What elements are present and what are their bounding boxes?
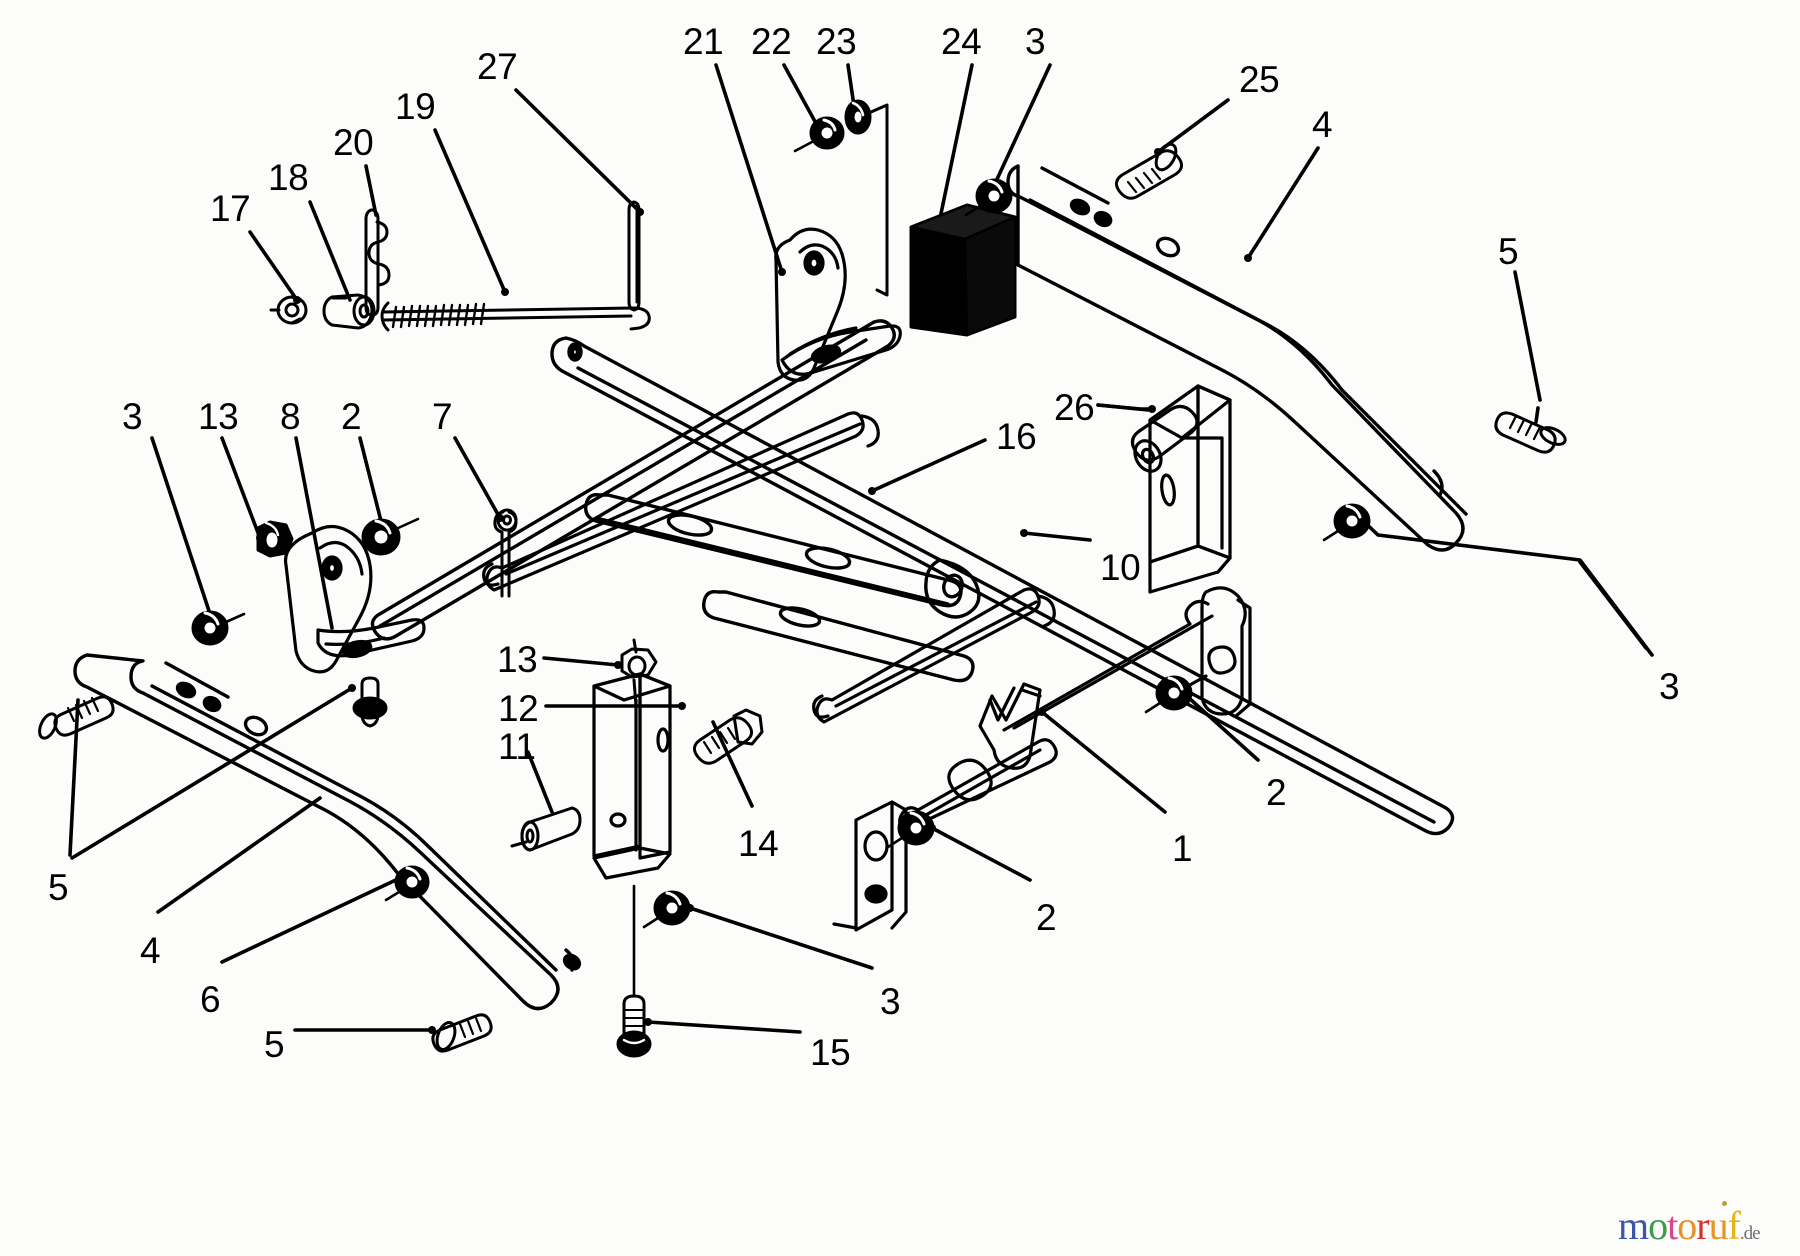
part-22-washer bbox=[793, 116, 845, 153]
part-7-cotter-pin bbox=[493, 508, 518, 598]
watermark-letter-o1: o bbox=[1648, 1203, 1668, 1248]
callout-7: 7 bbox=[432, 396, 453, 437]
callout-1: 1 bbox=[1172, 828, 1193, 869]
callout-2-left: 2 bbox=[341, 396, 362, 437]
callout-19: 19 bbox=[395, 86, 436, 127]
part-5-bolt-mid-left bbox=[352, 676, 388, 728]
callout-3-left: 3 bbox=[122, 396, 143, 437]
watermark-suffix: .de bbox=[1739, 1223, 1761, 1244]
callout-16: 16 bbox=[996, 416, 1037, 457]
part-17-nut bbox=[269, 295, 308, 325]
callout-5-left: 5 bbox=[48, 867, 69, 908]
part-15-screw bbox=[616, 884, 652, 1058]
part-3-lock-nut-right bbox=[1322, 503, 1371, 542]
callout-15: 15 bbox=[810, 1032, 851, 1073]
callout-13-left: 13 bbox=[198, 396, 239, 437]
callout-14: 14 bbox=[738, 823, 779, 864]
part-10-upper-rod bbox=[482, 411, 880, 592]
callout-22: 22 bbox=[751, 21, 792, 62]
part-26-pivot-bracket bbox=[1130, 384, 1232, 594]
callout-20: 20 bbox=[333, 122, 374, 163]
part-8-bracket-plate bbox=[283, 524, 426, 674]
part-5-carriage-bolt-right bbox=[1494, 411, 1567, 454]
part-20-hairpin-cotter bbox=[364, 208, 391, 317]
callout-12: 12 bbox=[498, 688, 539, 729]
part-10-cross-rod-pin bbox=[812, 587, 1056, 724]
part-3-lock-nut-top bbox=[964, 178, 1013, 217]
part-1-lift-rod-assembly bbox=[832, 586, 1252, 932]
callout-18: 18 bbox=[268, 157, 309, 198]
part-2-lock-nut-left bbox=[361, 517, 420, 556]
watermark-letter-m: m bbox=[1618, 1203, 1649, 1248]
callout-23: 23 bbox=[816, 21, 857, 62]
callout-6: 6 bbox=[200, 979, 221, 1020]
part-3-lock-nut-left bbox=[191, 610, 246, 646]
callout-3-right: 3 bbox=[1659, 666, 1680, 707]
part-19-threaded-rod bbox=[380, 301, 651, 332]
motoruf-watermark-logo: motoruf.de bbox=[1618, 1201, 1761, 1248]
callout-4-right: 4 bbox=[1312, 104, 1333, 145]
callout-8: 8 bbox=[280, 396, 301, 437]
part-6-left-lift-arm bbox=[73, 653, 582, 1011]
callout-3-top: 3 bbox=[1025, 21, 1046, 62]
part-13-hex-nut-left bbox=[256, 520, 294, 558]
watermark-letter-r: r bbox=[1696, 1203, 1709, 1248]
callout-27: 27 bbox=[477, 46, 518, 87]
callout-13-center: 13 bbox=[497, 639, 538, 680]
callout-2-right-upper: 2 bbox=[1266, 772, 1287, 813]
callout-17: 17 bbox=[210, 188, 251, 229]
watermark-letter-t: t bbox=[1667, 1203, 1678, 1248]
part-5-carriage-bolt-left-upper bbox=[38, 695, 115, 740]
part-11-spacer-sleeve bbox=[510, 806, 582, 852]
part-5-carriage-bolt-left-lower bbox=[431, 1013, 493, 1053]
part-14-hex-bolt bbox=[693, 708, 764, 765]
callout-4-left: 4 bbox=[140, 930, 161, 971]
part-25-shoulder-bolt bbox=[1115, 142, 1183, 200]
part-2-lock-nut-right-lower bbox=[886, 810, 935, 849]
part-23-washer bbox=[844, 99, 872, 135]
callout-25: 25 bbox=[1239, 59, 1280, 100]
callout-2-right-lower: 2 bbox=[1036, 897, 1057, 938]
callout-21: 21 bbox=[683, 21, 724, 62]
part-4-right-lift-arm bbox=[1006, 164, 1468, 552]
part-21-lever-bracket bbox=[774, 227, 902, 382]
callout-26: 26 bbox=[1054, 387, 1095, 428]
part-3-lock-nut-bottom bbox=[642, 890, 691, 929]
callout-3-bottom: 3 bbox=[880, 981, 901, 1022]
part-24-mounting-plate bbox=[869, 103, 1017, 337]
part-16-main-lift-frame bbox=[370, 319, 1455, 836]
callout-10: 10 bbox=[1100, 547, 1141, 588]
part-12-angle-bracket bbox=[592, 672, 672, 880]
callout-24: 24 bbox=[941, 21, 982, 62]
watermark-letter-f: f bbox=[1727, 1203, 1741, 1248]
watermark-dot bbox=[1722, 1201, 1727, 1206]
part-3-lock-nut-arm-left bbox=[384, 865, 430, 902]
leader-lines bbox=[68, 63, 1654, 1034]
watermark-letter-o2: o bbox=[1677, 1203, 1697, 1248]
callout-11: 11 bbox=[498, 726, 536, 767]
part-2-lock-nut-right-upper bbox=[1144, 675, 1193, 714]
part-27-cotter-pin bbox=[627, 200, 641, 312]
callout-5-right: 5 bbox=[1498, 231, 1519, 272]
watermark-letter-u: u bbox=[1708, 1203, 1729, 1248]
callout-5-bottom: 5 bbox=[264, 1024, 285, 1065]
